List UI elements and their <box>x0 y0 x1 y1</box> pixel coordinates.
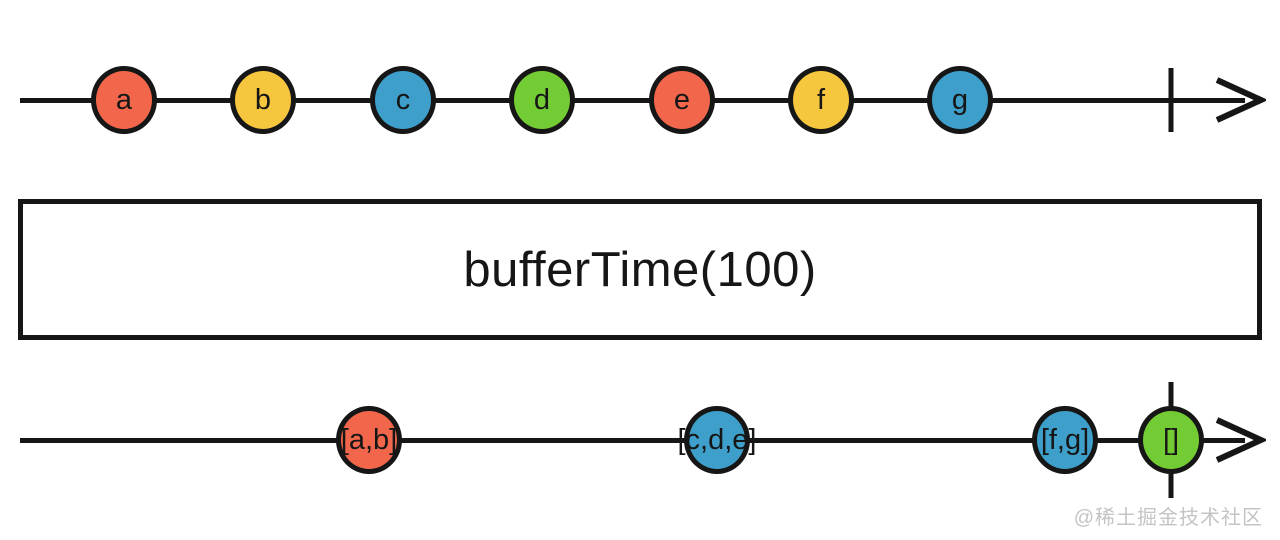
operator-box: bufferTime(100) <box>18 199 1262 340</box>
marble-d: d <box>509 66 575 134</box>
marble-c: c <box>370 66 436 134</box>
marble-label: f <box>816 83 826 116</box>
marble-label: [a,b] <box>340 423 398 456</box>
marble-g: g <box>927 66 993 134</box>
marble-label: g <box>951 83 969 116</box>
arrow-head-icon <box>1215 417 1266 463</box>
operator-label: bufferTime(100) <box>463 242 817 297</box>
marble-empty: [] <box>1138 406 1204 474</box>
marble-label: a <box>115 83 133 116</box>
marble-label: b <box>254 83 272 116</box>
watermark: @稀土掘金技术社区 <box>1073 507 1263 529</box>
marble-e: e <box>649 66 715 134</box>
source-timeline-line <box>20 98 1245 103</box>
marble-label: [c,d,e] <box>677 423 757 456</box>
marble-f: f <box>788 66 854 134</box>
marble-label: d <box>533 83 551 116</box>
marble-a: a <box>91 66 157 134</box>
marble-cde: [c,d,e] <box>678 406 757 474</box>
marble-label: c <box>395 83 411 116</box>
timeline-end-tick <box>1168 68 1174 132</box>
output-timeline-line <box>20 438 1245 443</box>
marble-label: [] <box>1162 423 1180 456</box>
arrow-head-icon <box>1215 77 1266 123</box>
marble-label: e <box>673 83 691 116</box>
marble-label: [f,g] <box>1040 423 1090 456</box>
marble-b: b <box>230 66 296 134</box>
marble-ab: [a,b] <box>336 406 402 474</box>
marble-fg: [f,g] <box>1032 406 1098 474</box>
